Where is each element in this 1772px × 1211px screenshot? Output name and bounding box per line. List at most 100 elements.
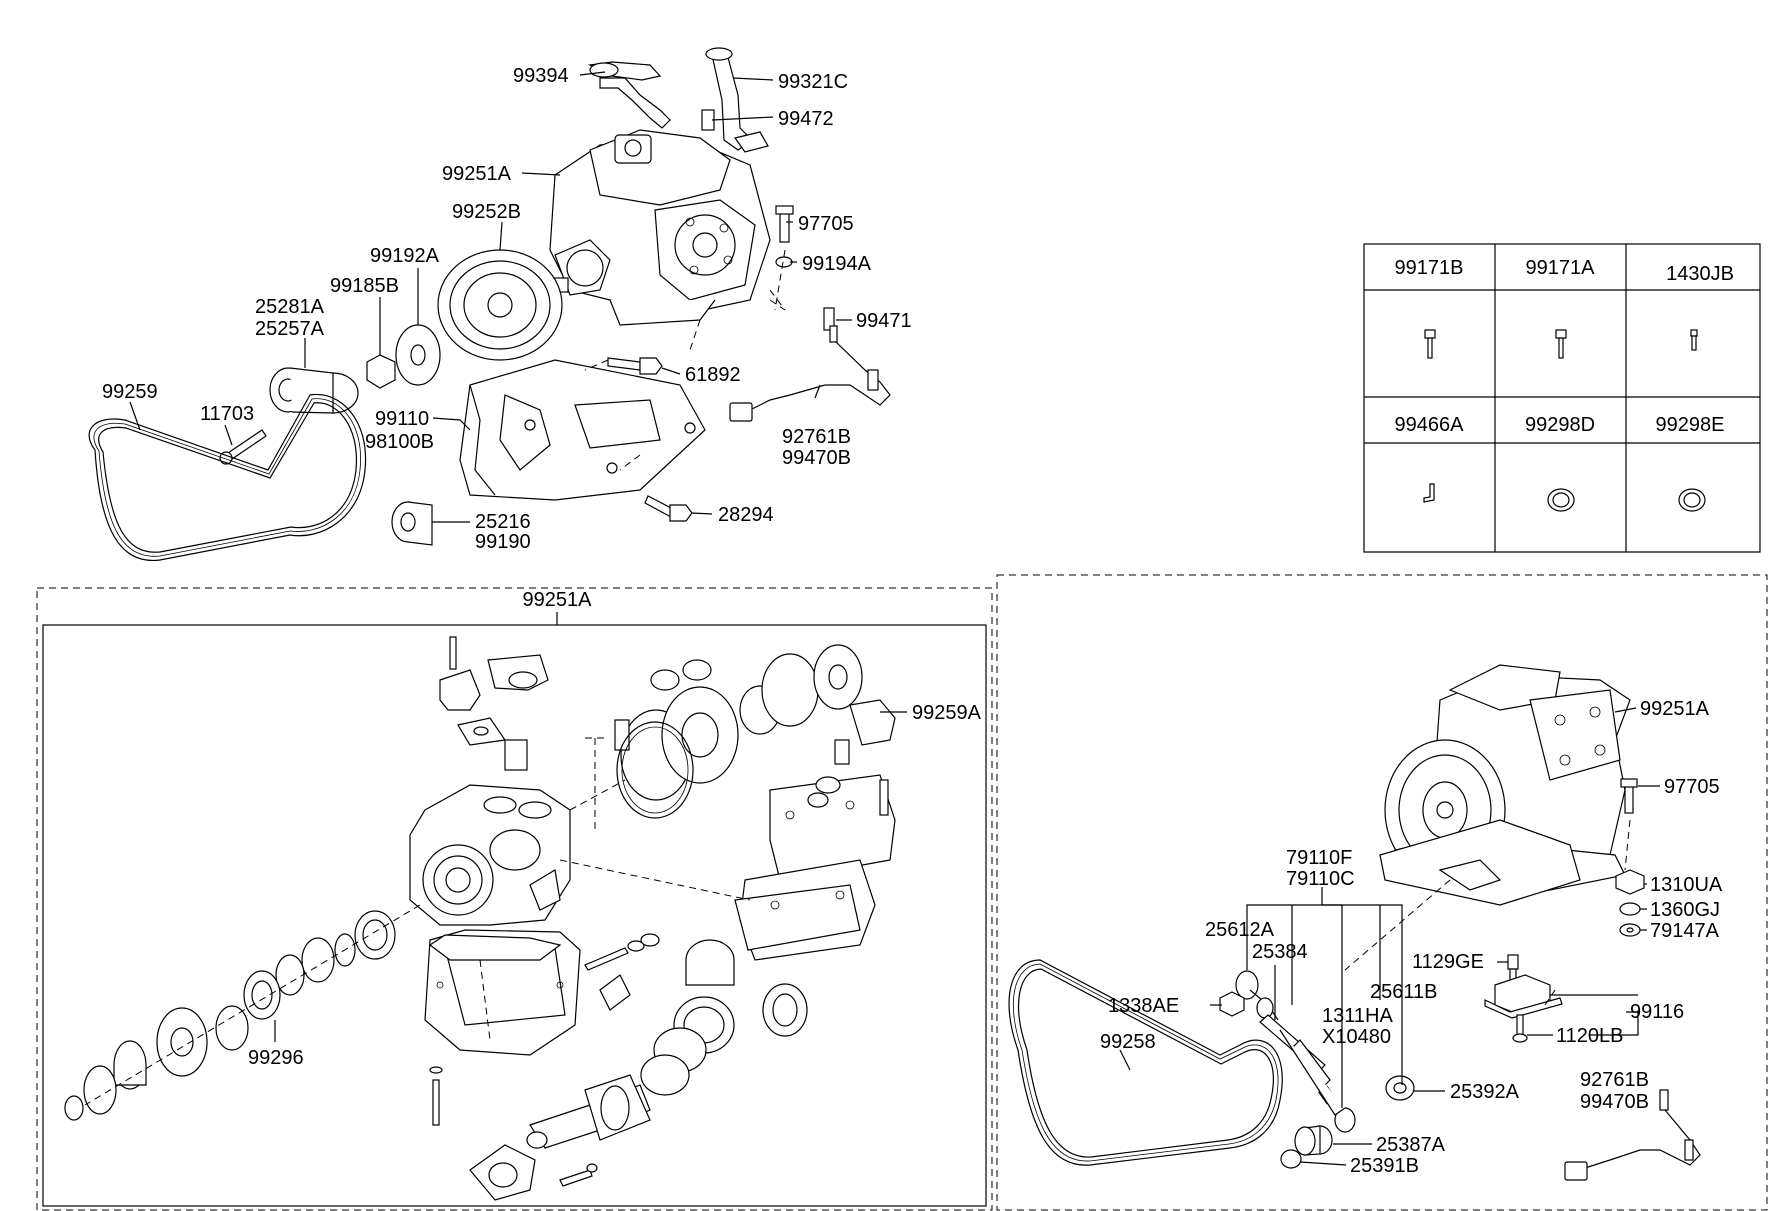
label-99258: 99258 xyxy=(1100,1031,1156,1053)
label-11703: 11703 xyxy=(200,403,254,425)
bolt-61892 xyxy=(607,357,641,371)
label-92761b-top: 92761B xyxy=(782,426,851,448)
table-cell-99171b: 99171B xyxy=(1395,257,1464,279)
label-99190: 99190 xyxy=(475,531,531,553)
right-assembly: 99251A 97705 79110F 79110C 1310UA 1360GJ… xyxy=(996,574,1768,1211)
label-79110f: 79110F xyxy=(1286,847,1352,869)
label-99259a: 99259A xyxy=(912,702,982,724)
label-97705-right: 97705 xyxy=(1664,776,1720,798)
mount-bracket-99110 xyxy=(459,359,706,501)
label-99470b-top: 99470B xyxy=(782,447,851,469)
exploded-view: 99251A xyxy=(36,587,993,1211)
label-1129ge: 1129GE xyxy=(1412,951,1484,973)
top-leaders xyxy=(129,71,852,523)
label-1310ua: 1310UA xyxy=(1650,874,1723,896)
label-99194a: 99194A xyxy=(802,253,872,275)
label-99251a-exploded: 99251A xyxy=(523,589,593,611)
piston-rings xyxy=(599,939,808,1096)
label-25611b: 25611B xyxy=(1370,981,1437,1003)
bracket-icon-99466a xyxy=(1423,483,1435,503)
label-25216: 25216 xyxy=(475,511,531,533)
exploded-centerlines xyxy=(84,737,751,1106)
nut-99185b xyxy=(366,354,396,389)
belt-99259 xyxy=(88,393,367,562)
table-cell-99298d: 99298D xyxy=(1525,414,1595,436)
label-1311ha: 1311HA xyxy=(1322,1005,1393,1027)
cylinder-heads xyxy=(734,774,896,961)
label-25384: 25384 xyxy=(1252,941,1308,963)
connector xyxy=(729,402,753,422)
label-99185b: 99185B xyxy=(330,275,399,297)
label-99192a: 99192A xyxy=(370,245,440,267)
ring-icon-99298d xyxy=(1547,488,1575,512)
label-1360gj: 1360GJ xyxy=(1650,899,1720,921)
washer-25391b xyxy=(1280,1149,1302,1169)
belt-99258 xyxy=(1008,959,1283,1166)
ring-icon-99298e xyxy=(1678,488,1706,512)
bolt-icon-99171b xyxy=(1424,329,1436,359)
top-assembly: 99394 99321C 99472 99251A 99252B 97705 9… xyxy=(88,47,912,562)
label-99251a-top: 99251A xyxy=(442,163,512,185)
counterweight xyxy=(469,1144,536,1201)
label-25612a: 25612A xyxy=(1205,919,1275,941)
label-25391b: 25391B xyxy=(1350,1155,1419,1177)
shaft-seal-assembly xyxy=(64,910,396,1121)
label-25257a: 25257A xyxy=(255,318,325,340)
bolt-1129ge xyxy=(1507,954,1519,970)
tensioner-right xyxy=(1235,970,1356,1133)
harness-right xyxy=(1564,1089,1701,1181)
washer-1360gj xyxy=(1619,902,1641,916)
label-99259: 99259 xyxy=(102,381,158,403)
label-79110c: 79110C xyxy=(1286,868,1355,890)
pulley-99252b xyxy=(437,249,563,361)
parts-table: 99171B 99171A 1430JB 99466A 99298D 99298… xyxy=(1363,243,1761,553)
label-1120lb: 1120LB xyxy=(1556,1025,1623,1047)
mount-99116 xyxy=(1484,974,1563,1019)
label-99110: 99110 xyxy=(375,408,429,430)
label-1338ae: 1338AE xyxy=(1108,995,1179,1017)
label-61892: 61892 xyxy=(685,364,741,386)
label-99394: 99394 xyxy=(513,65,569,87)
label-99472: 99472 xyxy=(778,108,834,130)
label-25392a: 25392A xyxy=(1450,1081,1520,1103)
table-cell-99171a: 99171A xyxy=(1526,257,1596,279)
idler-pulley-25216 xyxy=(391,501,433,546)
bolt-97705 xyxy=(779,209,790,243)
label-25281a: 25281A xyxy=(255,296,325,318)
label-x10480: X10480 xyxy=(1322,1026,1391,1048)
sensor-harness xyxy=(729,307,891,422)
label-99321c: 99321C xyxy=(778,71,848,93)
label-99471: 99471 xyxy=(856,310,912,332)
label-97705-top: 97705 xyxy=(798,213,854,235)
crankshaft xyxy=(526,1074,651,1149)
label-99470b-right: 99470B xyxy=(1580,1091,1649,1113)
sensor-99471 xyxy=(823,307,835,331)
label-25387a: 25387A xyxy=(1376,1134,1446,1156)
nut-1338ae xyxy=(1219,991,1245,1017)
compressor-body xyxy=(537,129,771,326)
roller-25387a xyxy=(1294,1125,1333,1156)
label-79147a: 79147A xyxy=(1650,920,1720,942)
service-valve-assembly xyxy=(439,636,549,746)
table-cell-1430jb: 1430JB xyxy=(1666,263,1734,285)
label-28294: 28294 xyxy=(718,504,774,526)
bolt-icon-99171a xyxy=(1555,329,1567,359)
table-cell-99298e: 99298E xyxy=(1656,414,1725,436)
right-leaders xyxy=(1119,707,1660,1166)
nut-1310ua xyxy=(1615,869,1645,895)
suction-pipe xyxy=(705,47,769,153)
label-99252b: 99252B xyxy=(452,201,521,223)
oil-pan xyxy=(424,929,581,1056)
crankcase xyxy=(409,739,571,926)
bracket-right xyxy=(1379,819,1581,906)
front-cover-assembly xyxy=(614,644,863,801)
label-99296: 99296 xyxy=(248,1047,304,1069)
label-98100b: 98100B xyxy=(365,431,434,453)
label-92761b-right: 92761B xyxy=(1580,1069,1649,1091)
label-99116: 99116 xyxy=(1630,1001,1684,1023)
pin-icon-1430jb xyxy=(1690,329,1698,351)
table-cell-99466a: 99466A xyxy=(1395,414,1465,436)
roller-25392a xyxy=(1385,1075,1415,1101)
label-99251a-right: 99251A xyxy=(1640,698,1710,720)
